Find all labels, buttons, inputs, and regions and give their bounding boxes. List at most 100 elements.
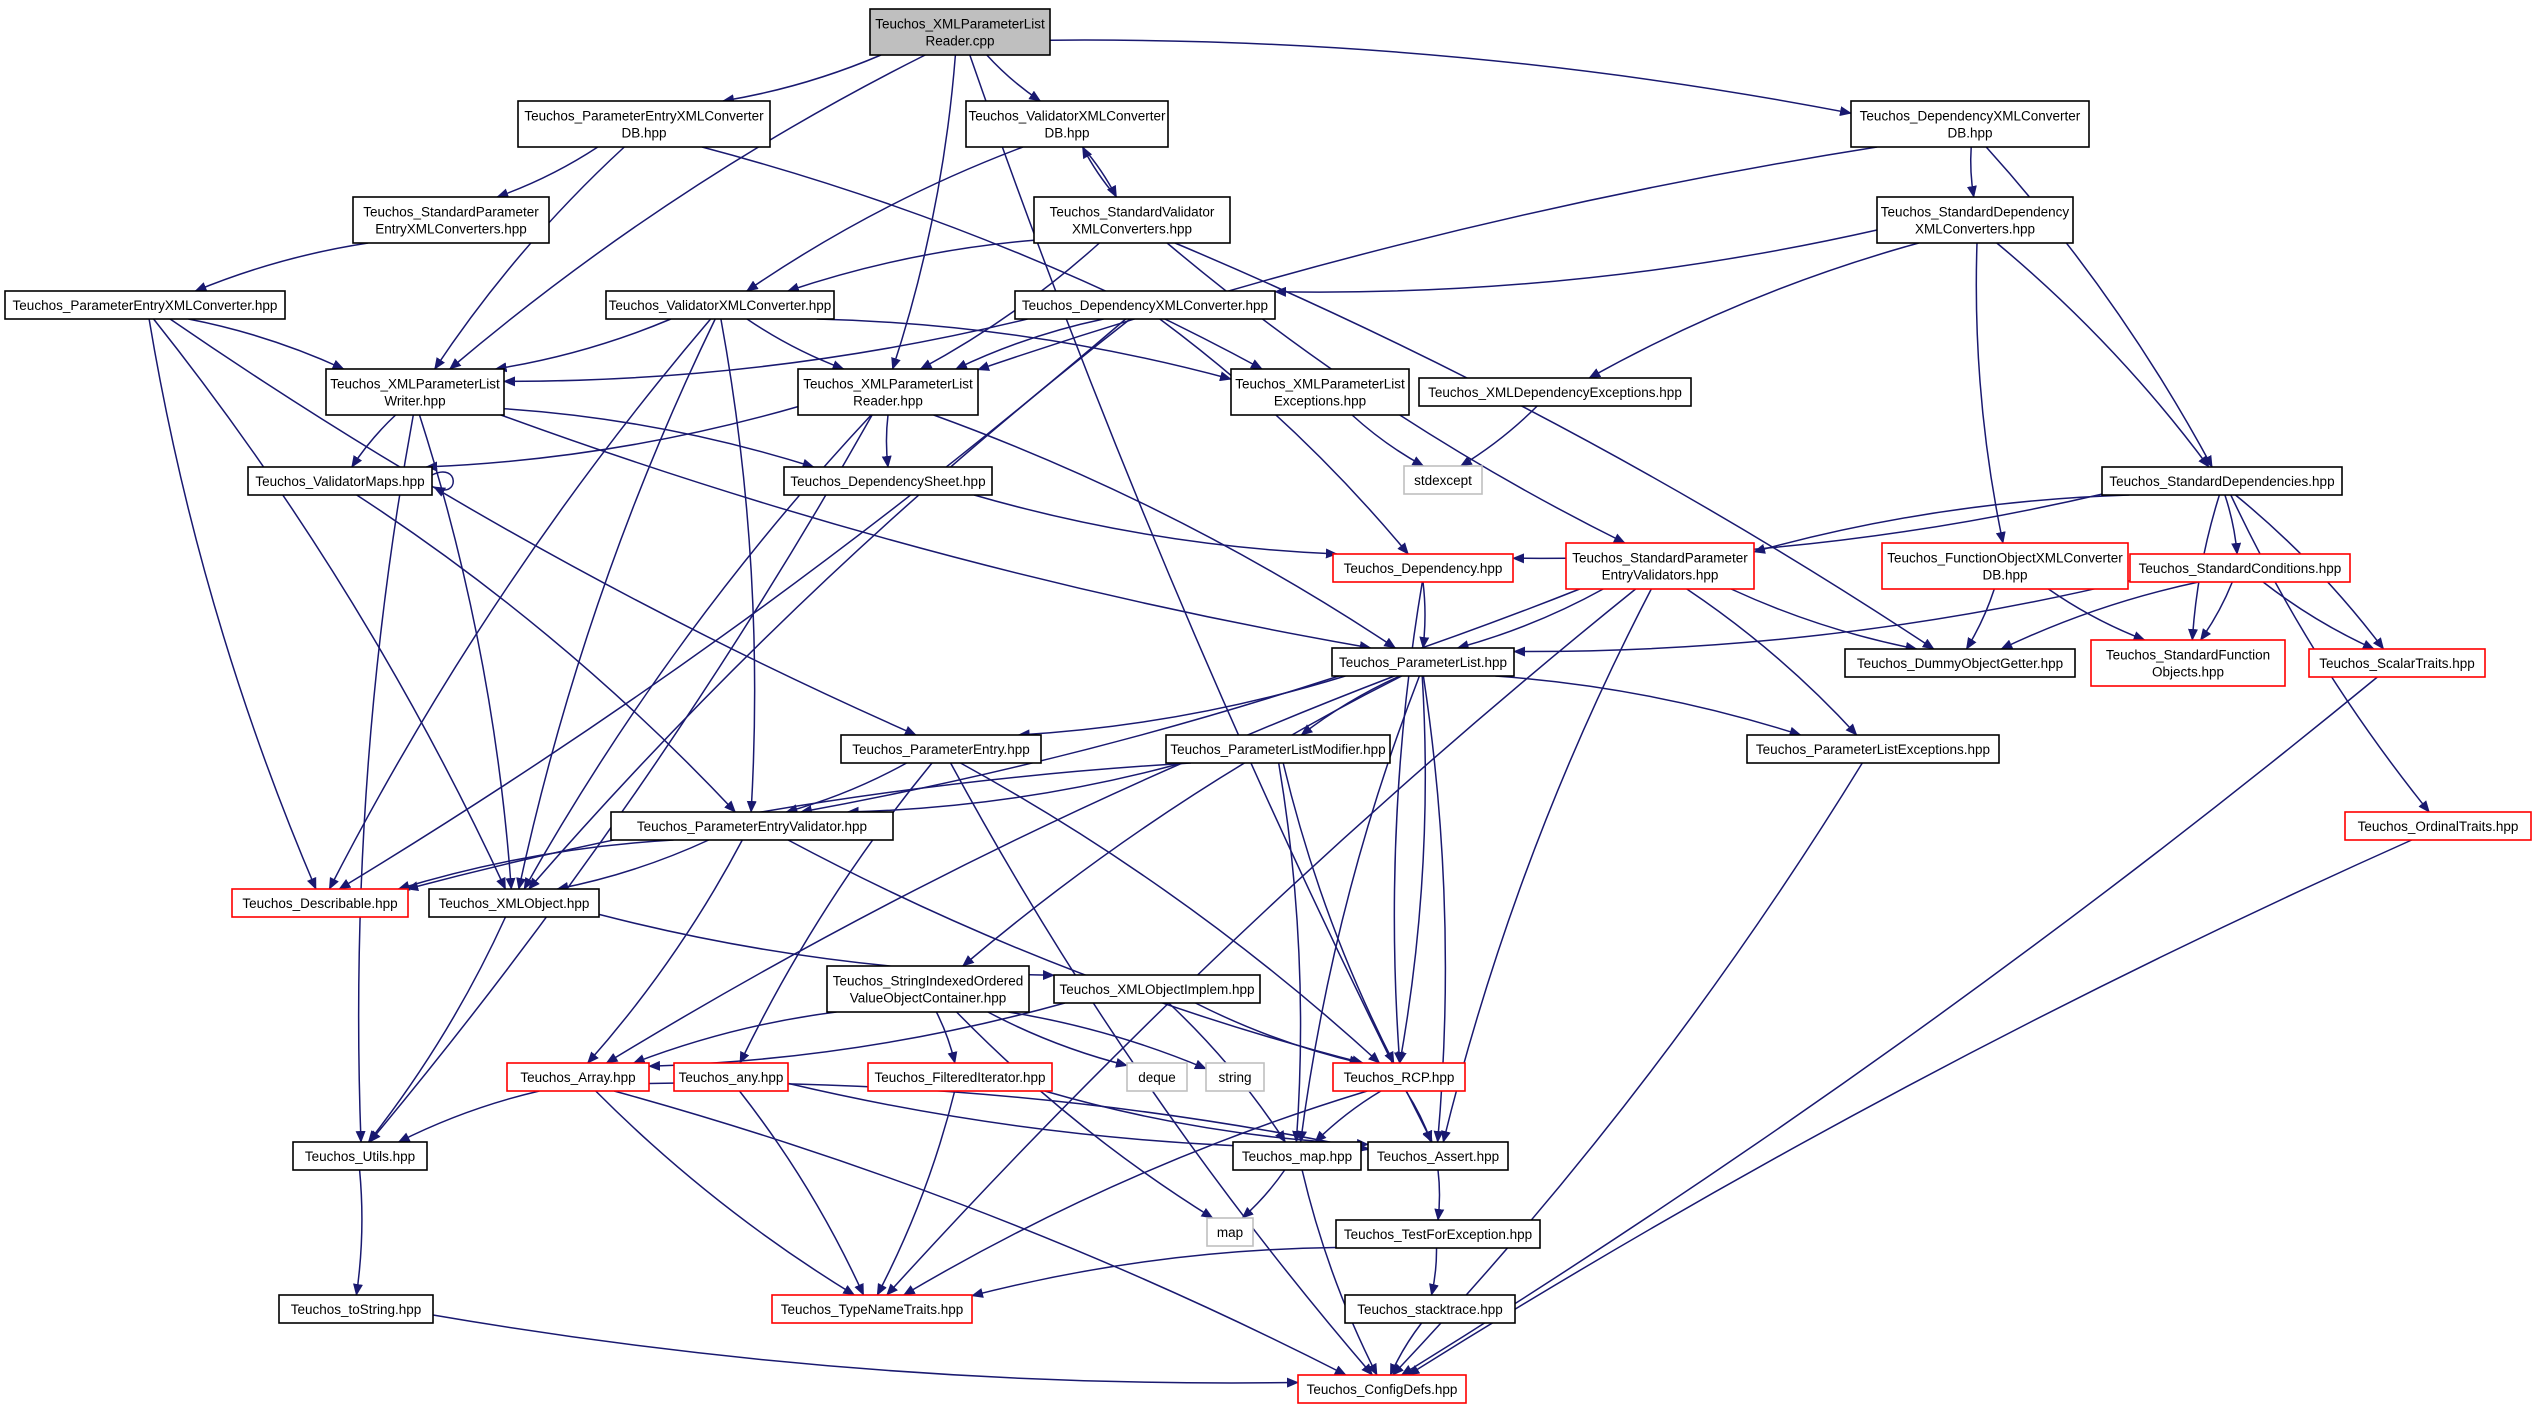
edge-vxmlc-to-pev bbox=[720, 318, 757, 813]
node-configdefs[interactable]: Teuchos_ConfigDefs.hpp bbox=[1297, 1374, 1467, 1404]
node-stddeps[interactable]: Teuchos_StandardDependencies.hpp bbox=[2101, 466, 2343, 496]
node-label-vmaps-0: Teuchos_ValidatorMaps.hpp bbox=[255, 474, 424, 489]
node-label-stdexcept-0: stdexcept bbox=[1414, 473, 1472, 488]
node-stdpexmlc[interactable]: Teuchos_StandardParameterEntryXMLConvert… bbox=[352, 196, 550, 244]
node-box-pev bbox=[610, 811, 894, 841]
node-stdcond[interactable]: Teuchos_StandardConditions.hpp bbox=[2129, 553, 2351, 583]
edge-plexc-to-configdefs bbox=[1392, 762, 1863, 1376]
node-scalar[interactable]: Teuchos_ScalarTraits.hpp bbox=[2308, 648, 2486, 678]
node-label-testexc-0: Teuchos_TestForException.hpp bbox=[1344, 1227, 1532, 1242]
node-vmaps[interactable]: Teuchos_ValidatorMaps.hpp bbox=[247, 466, 433, 496]
node-box-assert bbox=[1367, 1141, 1509, 1171]
edge-depsheet-to-dependency bbox=[973, 494, 1338, 559]
node-stdexcept[interactable]: stdexcept bbox=[1403, 465, 1483, 495]
edge-depxmlc-to-xmlwriter bbox=[503, 318, 1028, 387]
node-deque[interactable]: deque bbox=[1126, 1062, 1188, 1092]
node-box-xmlexc bbox=[1230, 368, 1410, 416]
node-assert[interactable]: Teuchos_Assert.hpp bbox=[1367, 1141, 1509, 1171]
node-label-sioc-0: Teuchos_StringIndexedOrdered bbox=[833, 974, 1024, 989]
edge-any-to-typename bbox=[738, 1090, 865, 1296]
node-ordinal[interactable]: Teuchos_OrdinalTraits.hpp bbox=[2344, 811, 2532, 841]
node-label-root-0: Teuchos_XMLParameterList bbox=[875, 17, 1045, 32]
node-box-stddepxmlc bbox=[1876, 196, 2074, 244]
node-label-depxmlcdb-1: DB.hpp bbox=[1947, 126, 1992, 141]
node-box-dummyobj bbox=[1844, 648, 2076, 678]
edge-array-to-configdefs bbox=[613, 1090, 1347, 1376]
node-box-plexc bbox=[1746, 734, 2000, 764]
node-map[interactable]: map bbox=[1206, 1217, 1254, 1247]
node-xmlobjimpl[interactable]: Teuchos_XMLObjectImplem.hpp bbox=[1053, 974, 1261, 1004]
node-describable[interactable]: Teuchos_Describable.hpp bbox=[231, 888, 409, 918]
node-typename[interactable]: Teuchos_TypeNameTraits.hpp bbox=[771, 1294, 973, 1324]
node-label-depsheet-0: Teuchos_DependencySheet.hpp bbox=[790, 474, 985, 489]
node-stdpev[interactable]: Teuchos_StandardParameterEntryValidators… bbox=[1565, 542, 1755, 590]
edge-stdpev-to-assert bbox=[1441, 588, 1652, 1143]
edge-depxmlcdb-to-stddepxmlc bbox=[1966, 146, 1977, 198]
node-pev[interactable]: Teuchos_ParameterEntryValidator.hpp bbox=[610, 811, 894, 841]
node-utils[interactable]: Teuchos_Utils.hpp bbox=[292, 1141, 428, 1171]
node-xmldepexc[interactable]: Teuchos_XMLDependencyExceptions.hpp bbox=[1418, 377, 1692, 407]
edge-root-to-vxmlcdb bbox=[986, 54, 1042, 102]
node-string[interactable]: string bbox=[1205, 1062, 1265, 1092]
node-depsheet[interactable]: Teuchos_DependencySheet.hpp bbox=[783, 466, 993, 496]
node-pexmlc[interactable]: Teuchos_ParameterEntryXMLConverter.hpp bbox=[4, 290, 286, 320]
node-label-deque-0: deque bbox=[1138, 1070, 1176, 1085]
node-array[interactable]: Teuchos_Array.hpp bbox=[506, 1062, 650, 1092]
node-label-assert-0: Teuchos_Assert.hpp bbox=[1377, 1149, 1499, 1164]
node-testexc[interactable]: Teuchos_TestForException.hpp bbox=[1335, 1219, 1541, 1249]
edge-depxmlc-to-describable bbox=[338, 318, 1127, 890]
edge-pexmlc-to-describable bbox=[148, 318, 317, 890]
node-plmod[interactable]: Teuchos_ParameterListModifier.hpp bbox=[1165, 734, 1391, 764]
node-tmap[interactable]: Teuchos_map.hpp bbox=[1232, 1141, 1362, 1171]
node-stdvxmlc[interactable]: Teuchos_StandardValidatorXMLConverters.h… bbox=[1033, 196, 1231, 244]
edge-pev-to-describable bbox=[397, 839, 674, 891]
node-plist[interactable]: Teuchos_ParameterList.hpp bbox=[1331, 647, 1515, 677]
edge-xmlwriter-to-depsheet bbox=[503, 407, 815, 469]
node-label-pexmlcdb-0: Teuchos_ParameterEntryXMLConverter bbox=[524, 109, 764, 124]
node-xmlobject[interactable]: Teuchos_XMLObject.hpp bbox=[428, 888, 600, 918]
node-pentry[interactable]: Teuchos_ParameterEntry.hpp bbox=[840, 734, 1042, 764]
node-plexc[interactable]: Teuchos_ParameterListExceptions.hpp bbox=[1746, 734, 2000, 764]
node-filtered[interactable]: Teuchos_FilteredIterator.hpp bbox=[867, 1062, 1053, 1092]
edge-plmod-to-tmap bbox=[1277, 762, 1303, 1143]
edge-stddepxmlc-to-depxmlc bbox=[1274, 229, 1878, 297]
node-label-plist-0: Teuchos_ParameterList.hpp bbox=[1339, 655, 1507, 670]
node-dummyobj[interactable]: Teuchos_DummyObjectGetter.hpp bbox=[1844, 648, 2076, 678]
node-sioc[interactable]: Teuchos_StringIndexedOrderedValueObjectC… bbox=[826, 965, 1030, 1013]
node-label-stddeps-0: Teuchos_StandardDependencies.hpp bbox=[2109, 474, 2334, 489]
node-vxmlc[interactable]: Teuchos_ValidatorXMLConverter.hpp bbox=[605, 290, 835, 320]
node-tostring[interactable]: Teuchos_toString.hpp bbox=[278, 1294, 434, 1324]
node-box-xmlobjimpl bbox=[1053, 974, 1261, 1004]
node-label-xmlreader-1: Reader.hpp bbox=[853, 394, 923, 409]
node-stddepxmlc[interactable]: Teuchos_StandardDependencyXMLConverters.… bbox=[1876, 196, 2074, 244]
node-stacktrace[interactable]: Teuchos_stacktrace.hpp bbox=[1344, 1294, 1516, 1324]
edge-vxmlcdb-to-vxmlc bbox=[745, 146, 1024, 292]
node-box-stdpexmlc bbox=[352, 196, 550, 244]
edge-array-to-assert bbox=[648, 1082, 1369, 1153]
node-depxmlc[interactable]: Teuchos_DependencyXMLConverter.hpp bbox=[1014, 290, 1276, 320]
node-label-configdefs-0: Teuchos_ConfigDefs.hpp bbox=[1307, 1382, 1458, 1397]
edge-sioc-to-map bbox=[956, 1011, 1214, 1219]
node-label-xmlreader-0: Teuchos_XMLParameterList bbox=[803, 377, 973, 392]
node-rcp[interactable]: Teuchos_RCP.hpp bbox=[1332, 1062, 1466, 1092]
edge-stdcond-to-scalar bbox=[2262, 581, 2375, 650]
edge-xmlwriter-to-vmaps bbox=[351, 414, 397, 468]
node-box-depxmlcdb bbox=[1850, 100, 2090, 148]
edge-xmlwriter-to-plist bbox=[500, 414, 1372, 652]
node-label-xmlobjimpl-0: Teuchos_XMLObjectImplem.hpp bbox=[1059, 982, 1254, 997]
node-box-tostring bbox=[278, 1294, 434, 1324]
edge-rcp-to-typename bbox=[902, 1090, 1368, 1296]
node-label-fobjxmlcdb-0: Teuchos_FunctionObjectXMLConverter bbox=[1887, 551, 2123, 566]
node-any[interactable]: Teuchos_any.hpp bbox=[673, 1062, 789, 1092]
node-dependency[interactable]: Teuchos_Dependency.hpp bbox=[1332, 553, 1514, 583]
node-label-string-0: string bbox=[1218, 1070, 1251, 1085]
